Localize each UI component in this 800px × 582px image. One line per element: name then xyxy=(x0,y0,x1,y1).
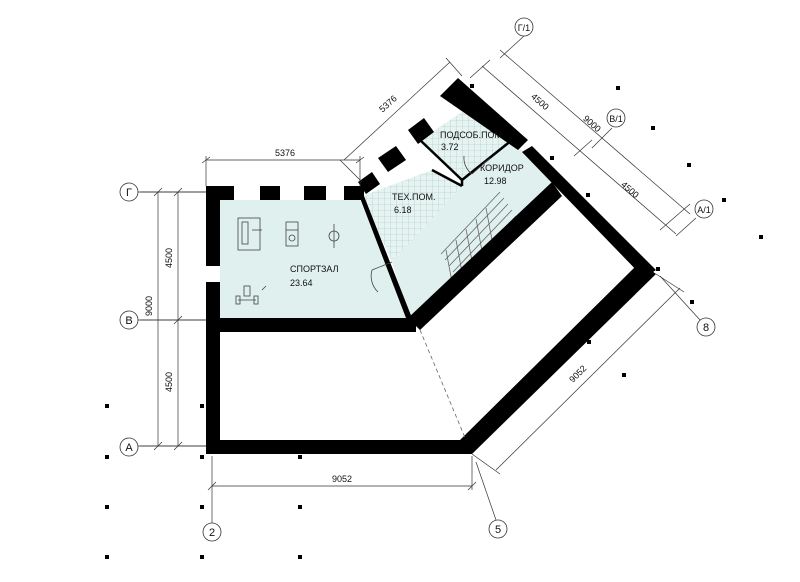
utility-area: 3.72 xyxy=(441,142,459,152)
axis-8: 8 xyxy=(703,322,709,334)
dim-bottom: 9052 xyxy=(332,474,352,484)
axis-a: А xyxy=(125,442,133,454)
dim-left-total: 9000 xyxy=(144,296,154,316)
gym-equipment-icon xyxy=(235,217,340,305)
tech-floor xyxy=(362,170,462,262)
axis-g1: Г/1 xyxy=(518,23,530,33)
gym-door xyxy=(370,261,393,293)
axis-2: 2 xyxy=(209,527,215,539)
axis-markers xyxy=(119,17,716,542)
dim-top-left: 5376 xyxy=(275,148,295,158)
dim-right-upper: 4500 xyxy=(529,91,551,112)
partitions xyxy=(419,139,513,188)
dim-top-right: 5376 xyxy=(377,93,399,114)
dim-right-lower: 4500 xyxy=(619,179,641,200)
corridor-area: 12.98 xyxy=(484,176,507,186)
dim-right-total: 9000 xyxy=(581,113,603,134)
axis-v: В xyxy=(125,315,132,327)
dim-left-upper: 4500 xyxy=(164,248,174,268)
dim-left-lower: 4500 xyxy=(164,372,174,392)
corridor-floor xyxy=(392,140,552,320)
tech-area: 6.18 xyxy=(394,205,412,215)
axis-g: Г xyxy=(126,187,132,199)
grid-dots xyxy=(105,84,763,559)
axis-a1: А/1 xyxy=(697,205,711,215)
corridor-name: КОРИДОР xyxy=(480,163,524,173)
gym-name: СПОРТЗАЛ xyxy=(290,264,339,274)
gym-floor xyxy=(220,200,408,318)
dimension-lines xyxy=(138,35,701,526)
tech-name: ТЕХ.ПОМ. xyxy=(392,192,435,202)
axis-v1: В/1 xyxy=(609,114,623,124)
axis-5: 5 xyxy=(495,524,501,536)
opening-line xyxy=(419,329,467,441)
utility-door xyxy=(463,155,491,175)
utility-name: ПОДСОБ.ПОМ. xyxy=(440,130,505,140)
gym-area: 23.64 xyxy=(290,278,313,288)
walls xyxy=(206,78,656,454)
